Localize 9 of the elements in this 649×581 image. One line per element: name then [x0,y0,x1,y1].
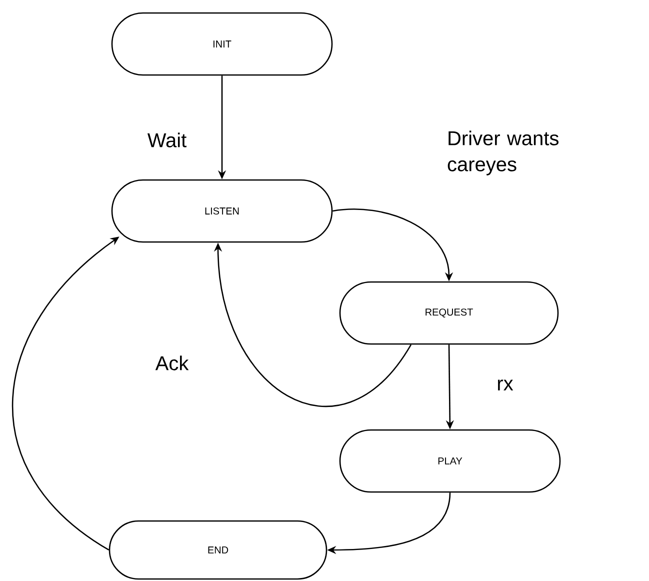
edge-label: rx [498,380,514,390]
state-box: END [108,520,328,580]
state-box: REQUEST [339,281,559,345]
edge-label: Ack [155,356,189,370]
state-box: INIT [111,12,333,76]
edge-label: Driver wants careyes [448,130,558,176]
edge-label: Wait [147,132,186,148]
state-box: LISTEN [111,179,333,243]
state-box: PLAY [339,429,561,493]
